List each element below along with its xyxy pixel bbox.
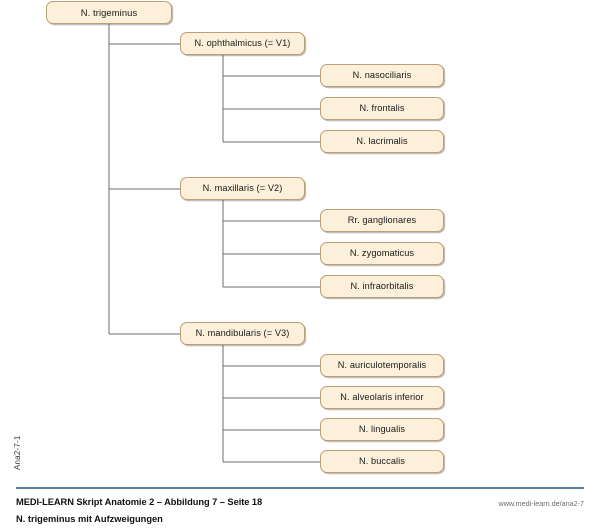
- node-label: N. auriculotemporalis: [337, 359, 427, 370]
- node-label: N. lingualis: [358, 423, 406, 434]
- node-label: N. maxillaris (= V2): [202, 182, 283, 193]
- node-label: N. frontalis: [359, 102, 405, 113]
- node-label: N. mandibularis (= V3): [195, 327, 290, 338]
- node-branch-n-lacrimalis: N. lacrimalis: [320, 130, 444, 153]
- node-division-n-mandibularis-v3: N. mandibularis (= V3): [180, 322, 305, 345]
- node-label: N. alveolaris inferior: [340, 391, 424, 402]
- node-branch-n-infraorbitalis: N. infraorbitalis: [320, 275, 444, 298]
- footer-caption: N. trigeminus mit Aufzweigungen: [16, 514, 163, 524]
- node-branch-n-alveolaris-inferior: N. alveolaris inferior: [320, 386, 444, 409]
- node-branch-n-frontalis: N. frontalis: [320, 97, 444, 120]
- trigeminal-nerve-diagram: N. trigeminus N. ophthalmicus (= V1) N. na…: [46, 1, 444, 473]
- node-label: Rr. ganglionares: [347, 214, 417, 225]
- node-label: N. ophthalmicus (= V1): [194, 37, 291, 48]
- node-branch-n-buccalis: N. buccalis: [320, 450, 444, 473]
- node-label: N. buccalis: [358, 455, 406, 466]
- node-label: N. nasociliaris: [352, 69, 412, 80]
- node-branch-rr-ganglionares: Rr. ganglionares: [320, 209, 444, 232]
- node-branch-n-nasociliaris: N. nasociliaris: [320, 64, 444, 87]
- connector-lines: [108, 24, 320, 463]
- node-branch-n-auriculotemporalis: N. auriculotemporalis: [320, 354, 444, 377]
- node-label: N. zygomaticus: [349, 247, 415, 258]
- node-label: N. trigeminus: [80, 6, 138, 18]
- footer-divider: [16, 487, 584, 489]
- side-caption: Ana2-7-1: [2, 392, 22, 472]
- node-branch-n-lingualis: N. lingualis: [320, 418, 444, 441]
- footer-url[interactable]: www.medi-learn.de/ana2-7: [498, 499, 585, 508]
- footer-title: MEDI-LEARN Skript Anatomie 2 – Abbildung…: [16, 497, 263, 507]
- node-root-n-trigeminus: N. trigeminus: [46, 1, 172, 24]
- node-division-n-ophthalmicus-v1: N. ophthalmicus (= V1): [180, 32, 305, 55]
- figure-footer: MEDI-LEARN Skript Anatomie 2 – Abbildung…: [0, 485, 600, 529]
- node-label: N. lacrimalis: [356, 135, 408, 146]
- node-label: N. infraorbitalis: [350, 280, 414, 291]
- side-caption-text: Ana2-7-1: [13, 435, 22, 470]
- node-division-n-maxillaris-v2: N. maxillaris (= V2): [180, 177, 305, 200]
- node-branch-n-zygomaticus: N. zygomaticus: [320, 242, 444, 265]
